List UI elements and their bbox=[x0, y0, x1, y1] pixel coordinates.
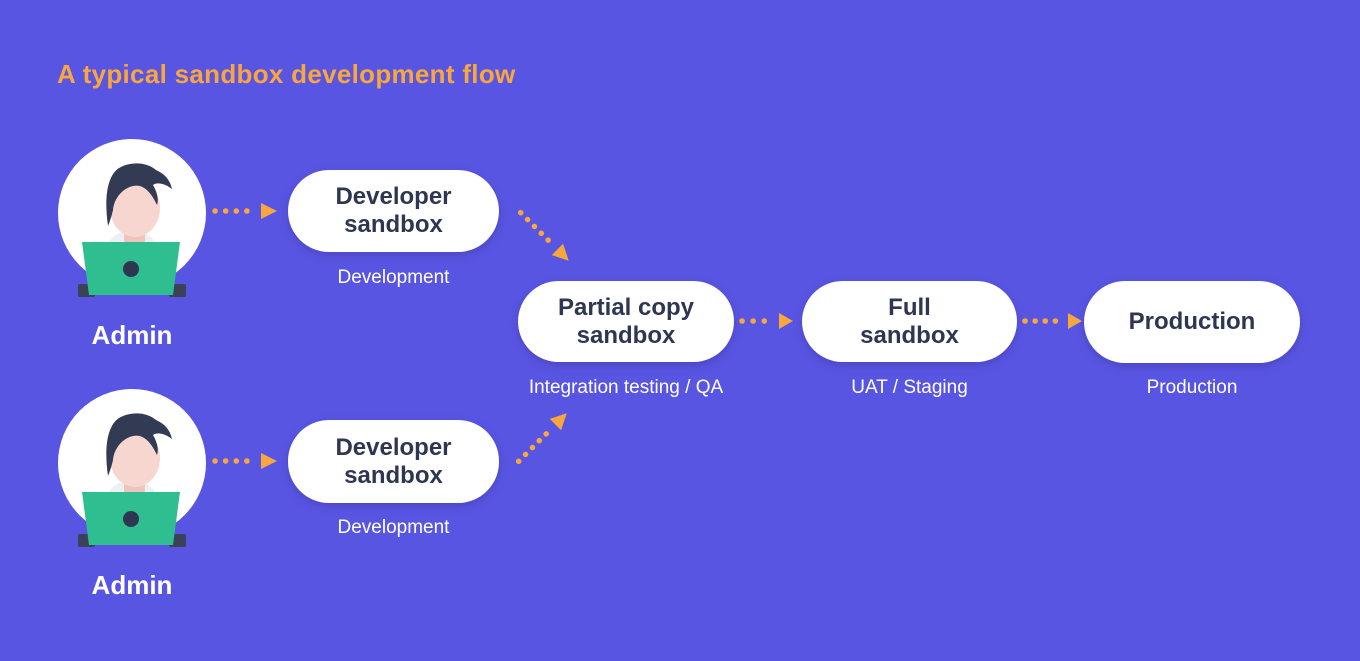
node-caption-production: Production bbox=[1146, 377, 1238, 398]
node-caption-uat-staging: UAT / Staging bbox=[851, 377, 968, 398]
dotted-arrow-icon-admin1-to-dev1 bbox=[212, 203, 277, 219]
dotted-arrow-icon-full-to-production bbox=[1022, 313, 1082, 329]
person-laptop-icon bbox=[58, 389, 206, 547]
person-laptop-icon bbox=[58, 139, 206, 297]
node-partial-copy-sandbox: Partial copy sandbox bbox=[518, 281, 734, 362]
dotted-arrow-icon-dev2-to-partial bbox=[515, 413, 567, 465]
actor-label: Admin bbox=[91, 320, 173, 350]
node-caption-development-2: Development bbox=[337, 517, 450, 538]
node-full-sandbox: Full sandbox bbox=[802, 281, 1017, 362]
dotted-arrow-icon-partial-to-full bbox=[739, 313, 793, 329]
node-developer-sandbox-2: Developer sandbox bbox=[288, 420, 499, 503]
node-developer-sandbox-1: Developer sandbox bbox=[288, 170, 499, 252]
actor-label: Admin bbox=[91, 570, 173, 600]
node-label: Developer sandbox bbox=[335, 433, 452, 489]
node-label: Production bbox=[1128, 308, 1256, 335]
admin-actor-1: Admin bbox=[57, 138, 207, 350]
node-label: Full sandbox bbox=[860, 293, 959, 349]
node-production: Production bbox=[1084, 281, 1300, 363]
node-caption-integration-qa: Integration testing / QA bbox=[528, 377, 724, 398]
diagram-title: A typical sandbox development flow bbox=[57, 59, 516, 89]
dotted-arrow-icon-dev1-to-partial bbox=[517, 209, 569, 261]
node-label: Partial copy sandbox bbox=[557, 293, 695, 349]
node-caption-development-1: Development bbox=[337, 267, 450, 288]
dotted-arrow-icon-admin2-to-dev2 bbox=[212, 453, 277, 469]
admin-actor-2: Admin bbox=[57, 388, 207, 600]
node-label: Developer sandbox bbox=[335, 183, 452, 238]
